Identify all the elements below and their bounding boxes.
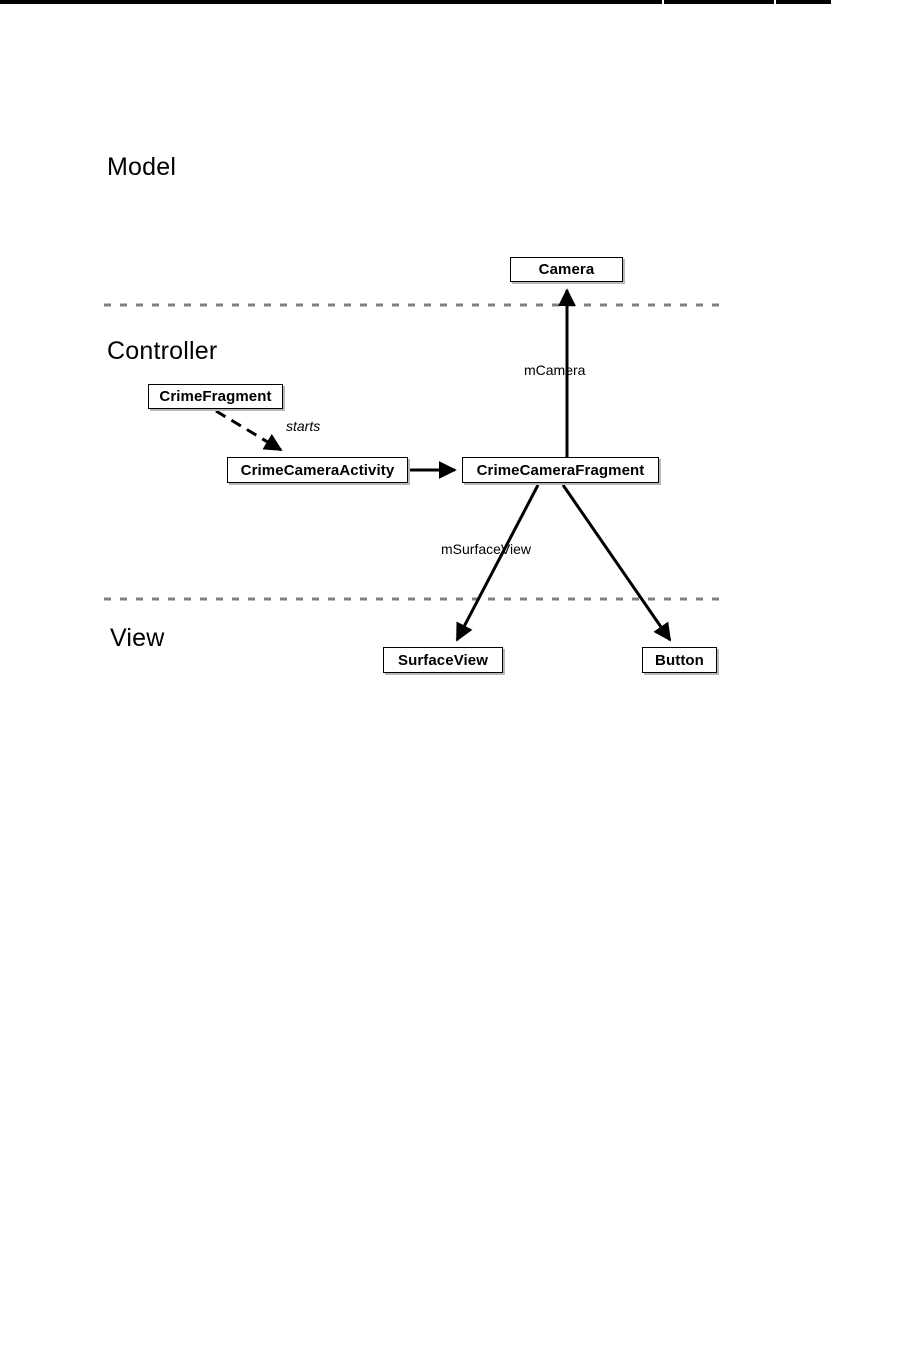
class-box-crimecameraactivity[interactable]: CrimeCameraActivity	[227, 457, 408, 483]
class-box-camera[interactable]: Camera	[510, 257, 623, 282]
class-box-surfaceview[interactable]: SurfaceView	[383, 647, 503, 673]
edge-fragment-to-button	[561, 484, 672, 642]
mvc-layer-diagram: Model Controller View mCamera starts mSu…	[104, 153, 728, 673]
layer-title-view: View	[110, 624, 165, 652]
layer-title-controller: Controller	[107, 337, 218, 365]
page-header-rule	[0, 0, 831, 4]
class-box-crimecamerafragment[interactable]: CrimeCameraFragment	[462, 457, 659, 483]
edge-label-starts: starts	[286, 418, 321, 434]
edge-label-mcamera: mCamera	[524, 362, 586, 378]
edge-crimefragment-starts-activity	[215, 409, 283, 452]
edge-label-msurfaceview: mSurfaceView	[441, 541, 532, 557]
header-rule-tick	[662, 0, 664, 4]
header-rule-tick	[774, 0, 776, 4]
edge-fragment-to-surfaceview	[455, 484, 540, 642]
layer-title-model: Model	[107, 153, 177, 181]
diagram-connectors	[104, 288, 728, 642]
class-box-button[interactable]: Button	[642, 647, 717, 673]
class-box-crimefragment[interactable]: CrimeFragment	[148, 384, 283, 409]
